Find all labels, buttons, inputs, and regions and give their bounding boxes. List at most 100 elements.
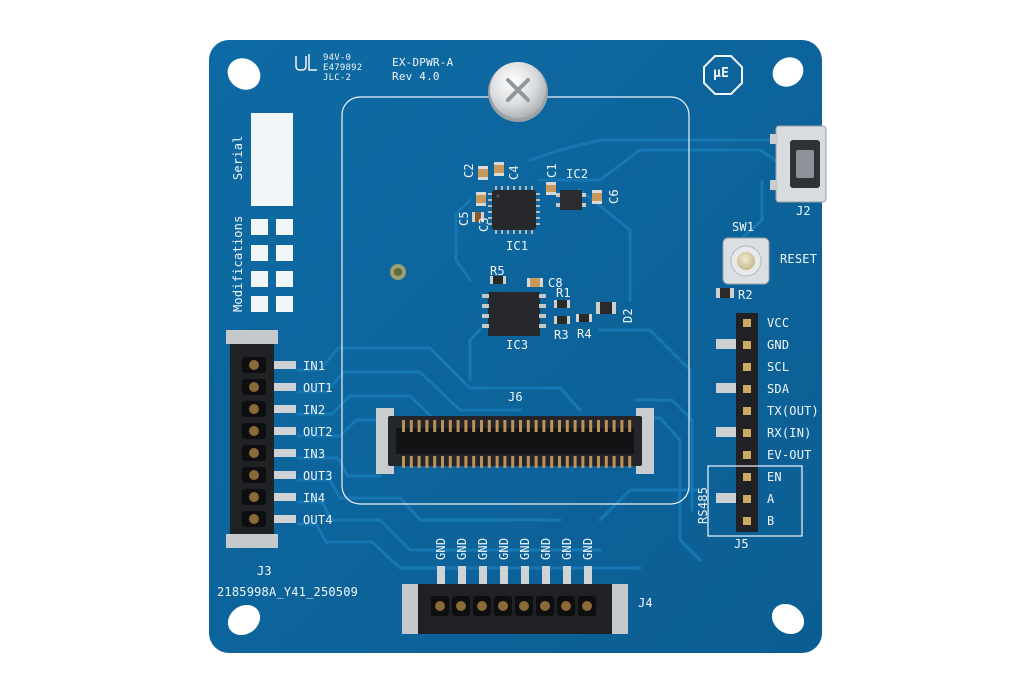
j5-pin-header — [707, 313, 803, 537]
j6-pin — [534, 456, 538, 468]
label-r1: R1 — [556, 286, 571, 300]
label-r5: R5 — [490, 264, 505, 278]
j6-pin — [620, 420, 624, 432]
j6-pin — [433, 420, 437, 432]
j6-pin — [573, 456, 577, 468]
ul-mark-2: JLC-2 — [323, 73, 352, 83]
j5-pin-label: B — [767, 514, 775, 528]
j6-pin — [417, 420, 421, 432]
label-rs485: RS485 — [696, 486, 710, 524]
j6-pin — [511, 456, 515, 468]
j6-pin — [565, 456, 569, 468]
board-revision: Rev 4.0 — [392, 70, 440, 83]
j6-pin — [472, 420, 476, 432]
j6-pin — [519, 420, 522, 432]
label-c2: C2 — [462, 163, 476, 178]
j6-pin — [487, 420, 491, 432]
j6-pin — [441, 456, 444, 468]
j6-pin — [487, 456, 491, 468]
label-ic3: IC3 — [506, 338, 529, 352]
j6-pin — [503, 420, 507, 432]
j6-pin — [472, 456, 476, 468]
label-j6: J6 — [508, 390, 523, 404]
j6-pin — [417, 456, 421, 468]
serial-box — [251, 113, 293, 206]
j6-pin — [511, 420, 515, 432]
label-j5: J5 — [734, 537, 749, 551]
j6-pin — [589, 420, 593, 432]
j5-pin-label: GND — [767, 338, 790, 352]
j6-pin — [589, 456, 593, 468]
j6-pin — [581, 420, 585, 432]
sw1-reset-button — [722, 237, 770, 285]
j6-pin — [433, 456, 437, 468]
j6-pin — [620, 456, 624, 468]
label-c3: C3 — [477, 217, 491, 232]
j6-pin — [573, 420, 577, 432]
mounting-screw — [488, 62, 548, 122]
label-ic2: IC2 — [566, 167, 589, 181]
j6-pin — [558, 456, 561, 468]
label-c8: C8 — [548, 276, 563, 290]
j6-pin — [542, 420, 546, 432]
label-c1: C1 — [545, 163, 559, 178]
j6-pin — [628, 456, 632, 468]
label-r4: R4 — [577, 327, 592, 341]
modifications-label: Modifications — [231, 215, 245, 312]
j3-pin-label: IN1 — [303, 359, 326, 373]
j6-pin — [480, 420, 483, 432]
j6-pin — [542, 456, 546, 468]
j6-pin — [409, 456, 413, 468]
ue-logo — [703, 55, 743, 95]
serial-label: Serial — [231, 135, 245, 180]
label-reset: RESET — [780, 252, 818, 266]
j4-pin-label: GND — [518, 537, 532, 560]
j4-pin-label: GND — [497, 537, 511, 560]
j6-pin — [550, 420, 554, 432]
j3-pin-label: IN2 — [303, 403, 326, 417]
j3-pin-label: IN3 — [303, 447, 326, 461]
j4-connector — [402, 566, 628, 634]
j6-pin — [550, 456, 554, 468]
j6-pin — [519, 456, 522, 468]
ul-mark-1: E479892 — [323, 63, 363, 73]
j5-pin-label: SCL — [767, 360, 790, 374]
j5-pin-label: EN — [767, 470, 782, 484]
label-ic1: IC1 — [506, 239, 529, 253]
ul-mark-0: 94V-0 — [323, 53, 352, 63]
j5-pin-label: RX(IN) — [767, 426, 812, 440]
j6-pin — [604, 420, 608, 432]
j6-pin — [456, 420, 460, 432]
mounting-holes — [227, 57, 805, 636]
j6-pin — [612, 420, 616, 432]
j6-pin — [604, 456, 608, 468]
j6-pin — [503, 456, 507, 468]
label-d2: D2 — [621, 308, 635, 323]
label-r2: R2 — [738, 288, 753, 302]
j6-pin — [628, 420, 632, 432]
j6-pin — [526, 456, 530, 468]
j4-pin-label: GND — [455, 537, 469, 560]
j6-pin — [425, 456, 429, 468]
j6-pin — [597, 456, 600, 468]
label-j3: J3 — [257, 564, 272, 578]
j6-pin — [402, 456, 405, 468]
label-c6: C6 — [607, 189, 621, 204]
j5-pin-label: SDA — [767, 382, 790, 396]
j5-pin-label: EV-OUT — [767, 448, 812, 462]
j3-pin-label: OUT4 — [303, 513, 333, 527]
j6-pin — [534, 420, 538, 432]
j6-pin — [565, 420, 569, 432]
j6-connector — [376, 408, 654, 474]
board-name: EX-DPWR-A — [392, 56, 454, 69]
passive-components — [472, 162, 734, 324]
label-r3: R3 — [554, 328, 569, 342]
j6-pin — [597, 420, 600, 432]
j6-pin — [441, 420, 444, 432]
j3-pin-label: IN4 — [303, 491, 326, 505]
pcb-body — [209, 40, 822, 653]
label-sw1: SW1 — [732, 220, 755, 234]
j6-pin — [464, 420, 468, 432]
j4-pin-label: GND — [434, 537, 448, 560]
